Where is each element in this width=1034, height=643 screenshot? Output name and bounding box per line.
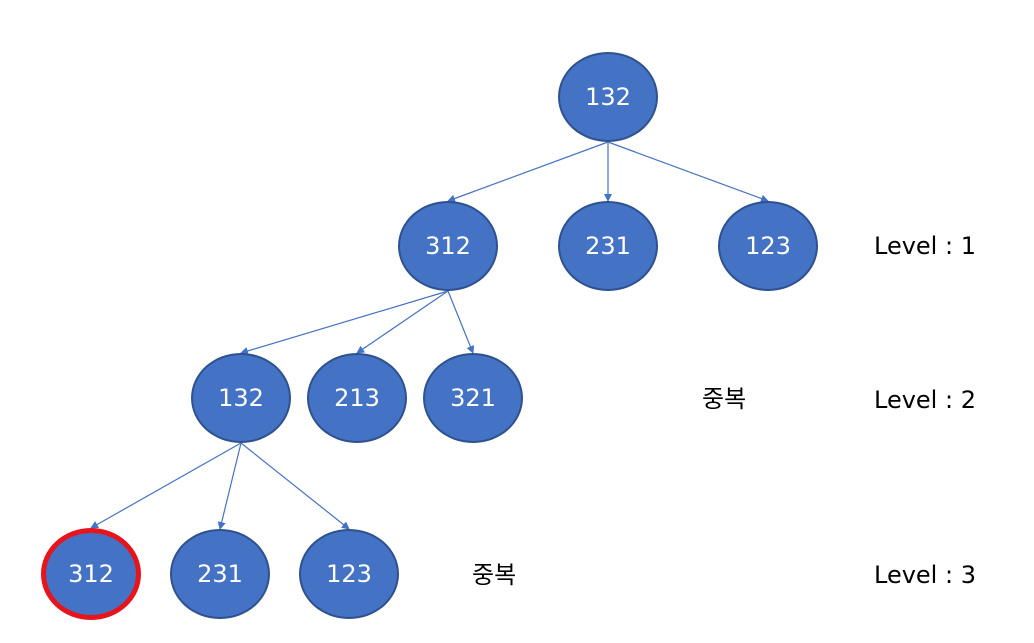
tree-node-level2-right[interactable]: 321 [423,353,523,443]
edge-l1a-to-l2b [356,290,449,354]
tree-node-root[interactable]: 132 [558,52,658,142]
tree-node-level3-right[interactable]: 123 [299,529,399,619]
edge-l2a-to-l3b [217,442,242,530]
level-label-3: Level : 3 [874,561,976,589]
edge-l2a-to-l3c [240,442,350,530]
tree-node-level3-middle[interactable]: 231 [170,529,270,619]
tree-node-level2-middle[interactable]: 213 [307,353,407,443]
edge-l1a-to-l2a [240,290,449,355]
tree-node-level2-left[interactable]: 132 [191,353,291,443]
edge-l2a-to-l3a [90,442,242,529]
tree-node-level3-left-highlighted[interactable]: 312 [41,528,141,620]
duplicate-label-level3: 중복 [472,561,517,589]
edge-root-to-l1c [607,141,769,203]
tree-node-level1-left[interactable]: 312 [398,201,498,291]
level-label-2: Level : 2 [874,386,976,414]
tree-node-level1-right[interactable]: 123 [718,201,818,291]
duplicate-label-level2: 중복 [702,385,747,413]
level-label-1: Level : 1 [874,232,976,260]
edge-l1a-to-l2c [447,290,475,354]
edge-root-to-l1a [447,141,609,203]
tree-node-level1-middle[interactable]: 231 [558,201,658,291]
